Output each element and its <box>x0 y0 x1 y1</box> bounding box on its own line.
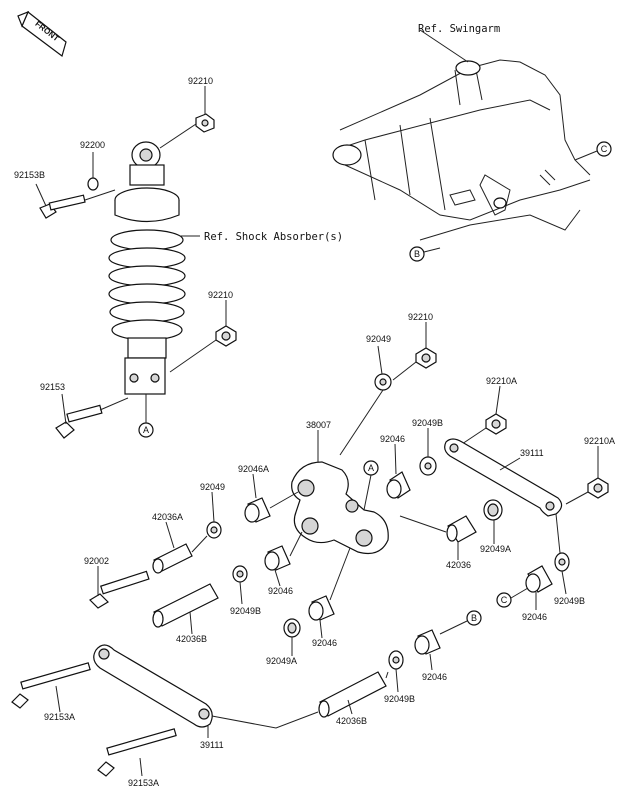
bolt-92002 <box>89 570 150 609</box>
bushing-92046-right <box>525 565 553 593</box>
nut-92210-link <box>415 347 437 369</box>
bushing-92046-low2 <box>414 629 441 655</box>
label-92210-top: 92210 <box>188 76 213 86</box>
label-92049-left: 92049 <box>200 482 225 492</box>
label-38007: 38007 <box>306 420 331 430</box>
label-92046-low: 92046 <box>312 638 337 648</box>
nut-92210-mid <box>215 325 237 347</box>
marker-b-link <box>466 610 482 626</box>
label-92049b-mid: 92049B <box>230 606 261 616</box>
label-42036a: 42036A <box>152 512 183 522</box>
marker-c-swingarm <box>596 141 612 157</box>
front-arrow-icon: FRONT <box>17 10 67 58</box>
marker-b-swingarm <box>409 246 425 262</box>
nut-92210a-1 <box>485 413 507 435</box>
label-92046a: 92046A <box>238 464 269 474</box>
svg-text:B: B <box>414 249 420 259</box>
label-92002: 92002 <box>84 556 109 566</box>
label-92049a-low: 92049A <box>266 656 297 666</box>
washer-92200 <box>87 177 99 191</box>
label-92153a-2: 92153A <box>128 778 159 788</box>
label-42036: 42036 <box>446 560 471 570</box>
bushing-92046-mid <box>264 545 291 571</box>
tie-rod-39111-low <box>93 644 213 728</box>
nut-92210-top <box>195 113 215 133</box>
label-39111-low: 39111 <box>200 740 224 750</box>
label-92046-low2: 92046 <box>422 672 447 682</box>
bolt-92153a-1 <box>11 662 91 709</box>
bolt-92153a-2 <box>97 728 177 777</box>
bolt-92153 <box>55 404 103 439</box>
marker-c-link <box>496 592 512 608</box>
label-92210a-2: 92210A <box>584 436 615 446</box>
svg-text:A: A <box>368 463 374 473</box>
label-92153: 92153 <box>40 382 65 392</box>
label-42036b-low: 42036B <box>336 716 367 726</box>
sleeve-42036b-low <box>318 671 387 718</box>
label-92153b: 92153B <box>14 170 45 180</box>
sleeve-42036 <box>446 515 477 543</box>
ref-shock-label: Ref. Shock Absorber(s) <box>204 231 343 243</box>
label-42036b-left: 42036B <box>176 634 207 644</box>
bushing-92046-low <box>308 595 335 621</box>
label-92049b-top: 92049B <box>412 418 443 428</box>
svg-text:C: C <box>501 595 508 605</box>
label-92049-top: 92049 <box>366 334 391 344</box>
label-92200: 92200 <box>80 140 105 150</box>
label-92046-top: 92046 <box>380 434 405 444</box>
nut-92210a-2 <box>587 477 609 499</box>
swingarm-drawing <box>332 59 591 241</box>
label-92046-right: 92046 <box>522 612 547 622</box>
tie-rod-39111-right <box>444 438 563 517</box>
svg-text:C: C <box>601 144 608 154</box>
label-92210-mid: 92210 <box>208 290 233 300</box>
bushing-92046-top <box>386 471 411 499</box>
bushing-92046a <box>244 497 271 523</box>
label-92046-mid: 92046 <box>268 586 293 596</box>
svg-text:A: A <box>143 425 149 435</box>
ref-swingarm-label: Ref. Swingarm <box>418 23 500 35</box>
shock-absorber-drawing <box>108 141 186 395</box>
label-92153a-1: 92153A <box>44 712 75 722</box>
label-92210-link: 92210 <box>408 312 433 322</box>
label-92210a-1: 92210A <box>486 376 517 386</box>
label-92049b-right: 92049B <box>554 596 585 606</box>
rocker-arm-38007 <box>291 461 389 555</box>
bolt-92153b <box>39 194 86 219</box>
sleeve-42036b-left <box>152 583 219 628</box>
label-39111-right: 39111 <box>520 448 544 458</box>
svg-text:B: B <box>471 613 477 623</box>
label-92049a-right: 92049A <box>480 544 511 554</box>
label-92049b-low: 92049B <box>384 694 415 704</box>
sleeve-42036a <box>152 543 193 574</box>
